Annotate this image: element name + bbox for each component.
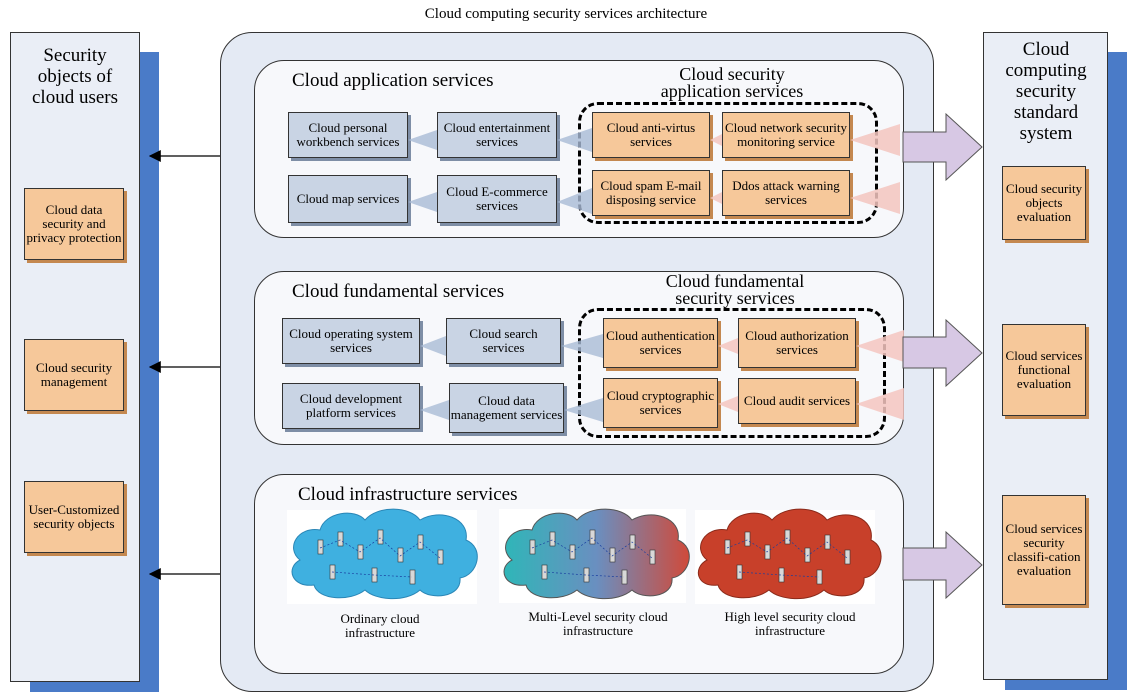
service-ecommerce: Cloud E-commerce services [437,175,557,223]
service-data-management: Cloud data management services [449,383,564,433]
cloud-ordinary [287,508,478,604]
fundamental-services-title: Cloud fundamental services [292,281,505,302]
flow-arrows [408,128,603,422]
right-item-objects-evaluation: Cloud security objects evaluation [1002,166,1086,240]
cloud-high-level [695,508,882,604]
left-item-user-customized: User-Customized security objects [24,481,124,553]
service-operating-system: Cloud operating system services [282,318,420,364]
fundamental-security-dashed-box [578,308,886,438]
security-application-title: Cloud security application services [660,64,804,101]
block-arrow-2 [902,318,983,388]
block-arrow-1 [902,112,983,182]
security-spam-email: Cloud spam E-mail disposing service [592,170,710,216]
fundamental-security-title: Cloud fundamental security services [665,271,805,308]
security-antivirus: Cloud anti-virtus services [592,112,710,158]
right-panel-heading: Cloud computing security standard system [1005,39,1087,144]
service-search: Cloud search services [446,318,561,364]
cloud-label-multi-level: Multi-Level security cloud infrastructur… [528,609,668,638]
left-item-security-management: Cloud security management [24,339,124,411]
security-ddos-warning: Ddos attack warning services [722,170,850,216]
right-item-classification-evaluation: Cloud services security classifi-cation … [1002,495,1086,605]
security-application-dashed-box [578,102,878,224]
cloud-label-ordinary: Ordinary cloud infrastructure [340,611,420,640]
security-audit: Cloud audit services [738,378,856,424]
page-title: Cloud computing security services archit… [424,6,708,22]
left-panel-heading: Security objects of cloud users [31,45,118,108]
security-authentication: Cloud authentication services [603,318,718,368]
left-item-data-security: Cloud data security and privacy protecti… [24,188,124,260]
security-network-monitoring: Cloud network security monitoring servic… [722,112,850,158]
service-entertainment: Cloud entertainment services [437,112,557,158]
left-panel: Security objects of cloud users Cloud da… [10,32,140,682]
right-panel: Cloud computing security standard system… [983,32,1108,680]
infrastructure-services-title: Cloud infrastructure services [298,484,518,505]
service-personal-workbench: Cloud personal workbench services [288,112,408,158]
right-item-functional-evaluation: Cloud services functional evaluation [1002,324,1086,416]
cloud-multi-level [499,508,690,603]
cloud-label-high-level: High level security cloud infrastructure [724,609,856,638]
security-cryptographic: Cloud cryptographic services [603,378,718,428]
service-development-platform: Cloud development platform services [282,383,420,429]
application-services-title: Cloud application services [292,70,494,91]
security-authorization: Cloud authorization services [738,318,856,368]
service-map: Cloud map services [288,175,408,223]
block-arrow-3 [902,530,983,600]
